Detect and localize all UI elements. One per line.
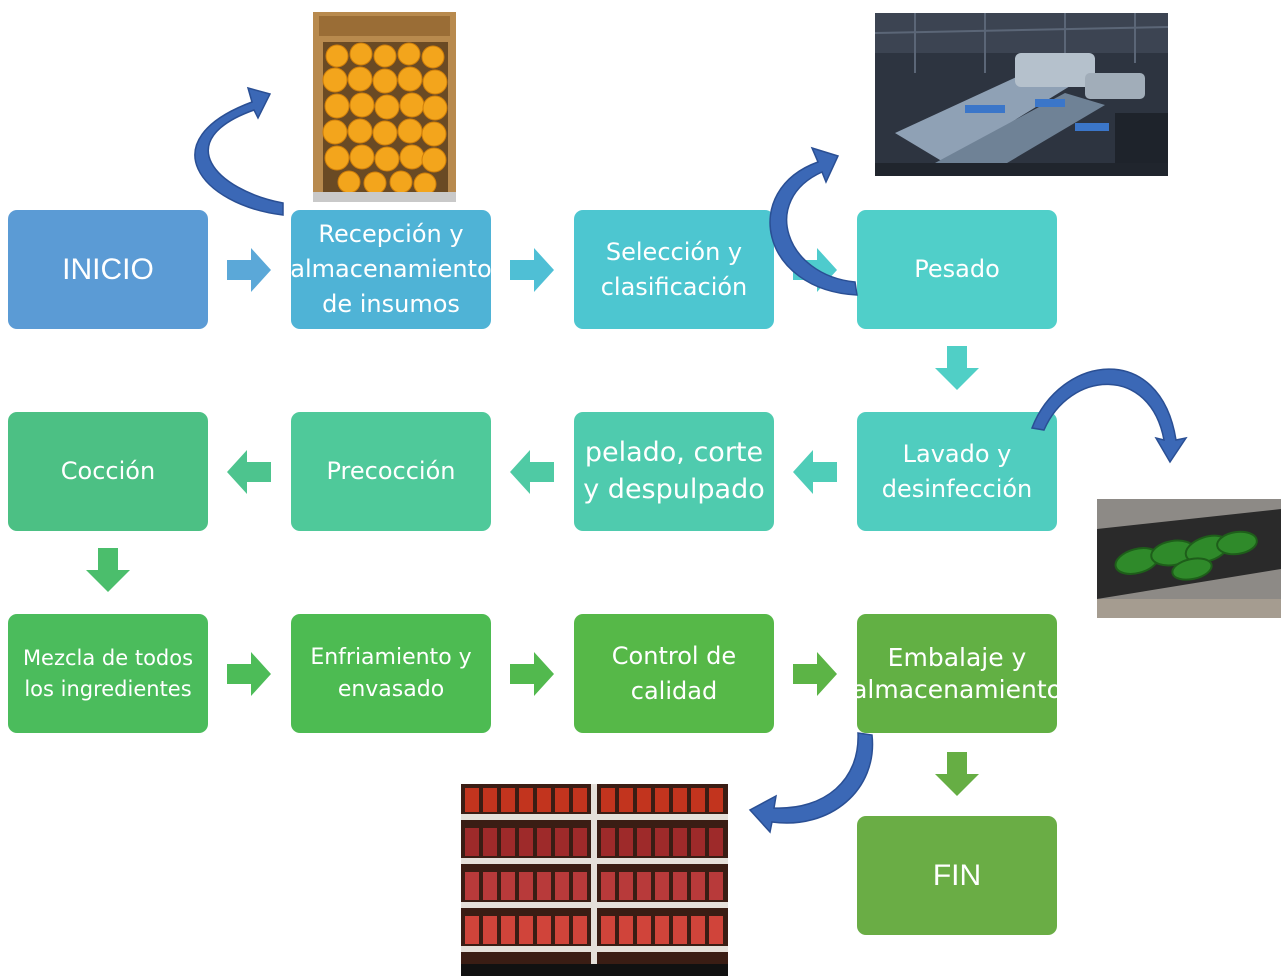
arrow-right-icon xyxy=(793,248,837,292)
oranges-photo xyxy=(313,12,456,202)
step-inicio: INICIO xyxy=(8,210,208,329)
factory-photo xyxy=(875,13,1168,176)
step-fin-label: FIN xyxy=(932,858,982,892)
arrow-down-icon xyxy=(86,548,130,592)
step-lavado: Lavado y desinfección xyxy=(857,412,1057,531)
step-mezcla: Mezcla de todos los ingredientes xyxy=(8,614,208,733)
step-seleccion: Selección y clasificación xyxy=(574,210,774,329)
jam-jars-photo xyxy=(461,784,728,976)
step-precoccion: Precocción xyxy=(291,412,491,531)
step-pelado-label: pelado, corte y despulpado xyxy=(583,437,765,505)
step-lavado-label: Lavado y desinfección xyxy=(881,439,1033,503)
step-inicio-label: INICIO xyxy=(62,252,154,286)
step-coccion-label: Cocción xyxy=(60,457,156,486)
arrow-down-icon xyxy=(935,752,979,796)
arrow-left-icon xyxy=(510,450,554,494)
step-seleccion-label: Selección y clasificación xyxy=(600,237,748,301)
arrow-right-icon xyxy=(510,652,554,696)
step-mezcla-label: Mezcla de todos los ingredientes xyxy=(22,646,194,701)
curved-arrow-icon xyxy=(194,86,284,216)
arrow-left-icon xyxy=(793,450,837,494)
step-precoccion-label: Precocción xyxy=(326,457,456,486)
step-pesado: Pesado xyxy=(857,210,1057,329)
arrow-left-icon xyxy=(227,450,271,494)
arrow-right-icon xyxy=(227,652,271,696)
step-control: Control de calidad xyxy=(574,614,774,733)
step-enfriamiento: Enfriamiento y envasado xyxy=(291,614,491,733)
step-recepcion-label: Recepción y almacenamiento de insumos xyxy=(290,220,492,318)
arrow-right-icon xyxy=(793,652,837,696)
step-recepcion: Recepción y almacenamiento de insumos xyxy=(290,210,492,329)
step-embalaje-label: Embalaje y almacenamiento xyxy=(852,643,1062,704)
arrow-down-icon xyxy=(935,346,979,390)
cucumbers-photo xyxy=(1097,499,1281,618)
step-pesado-label: Pesado xyxy=(914,255,1000,284)
arrow-right-icon xyxy=(510,248,554,292)
step-enfriamiento-label: Enfriamiento y envasado xyxy=(310,644,472,702)
step-fin: FIN xyxy=(857,816,1057,935)
step-control-label: Control de calidad xyxy=(611,641,737,705)
curved-arrow-icon xyxy=(748,732,874,834)
step-coccion: Cocción xyxy=(8,412,208,531)
step-embalaje: Embalaje y almacenamiento xyxy=(852,614,1062,733)
step-pelado: pelado, corte y despulpado xyxy=(574,412,774,531)
arrow-right-icon xyxy=(227,248,271,292)
